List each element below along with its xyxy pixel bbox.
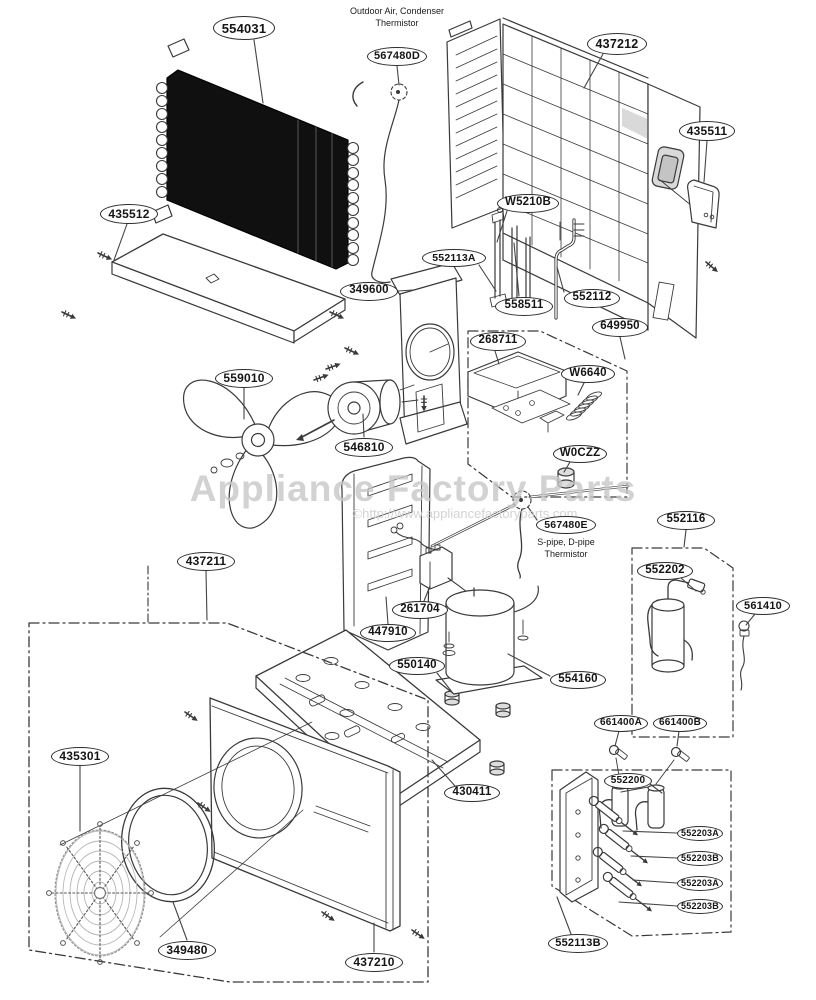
part-callout-552203a-30: 552203A [677, 875, 723, 891]
leader-line-552200 [649, 783, 663, 794]
leader-line-w0czz [563, 461, 571, 473]
outdoor-thermistor-drawing [352, 81, 408, 284]
part-callout-435301-33: 435301 [51, 746, 109, 766]
part-callout-349480-34: 349480 [158, 940, 216, 960]
leader-line-437211 [205, 570, 208, 621]
leader-line-437212 [583, 53, 604, 89]
leader-line-552112 [556, 266, 565, 293]
part-callout-559010-13: 559010 [215, 368, 273, 388]
top-cover-drawing [60, 233, 362, 358]
part-callout-268711-11: 268711 [470, 331, 526, 351]
leader-line-w5210b [496, 210, 508, 243]
leader-line-552203a [622, 830, 678, 834]
part-callout-430411-36: 430411 [444, 784, 500, 802]
part-callout-w6640-12: W6640 [561, 365, 615, 383]
part-callout-435511-3: 435511 [679, 121, 735, 141]
leader-line-649950 [619, 336, 626, 360]
part-callout-w5210b-5: W5210B [497, 193, 559, 213]
leader-line-552116 [683, 529, 687, 548]
part-callout-554160-24: 554160 [550, 671, 606, 689]
leader-line-447910 [385, 596, 389, 625]
part-callout-349600-7: 349600 [340, 281, 398, 301]
part-callout-561410-19: 561410 [736, 597, 790, 615]
part-callout-552116-17: 552116 [657, 510, 715, 530]
leader-line-554031 [253, 39, 264, 104]
part-callout-w0czz-15: W0CZZ [553, 445, 607, 463]
part-callout-552203b-31: 552203B [677, 898, 723, 914]
leader-line-661400a [614, 730, 620, 747]
leader-line-561410 [745, 613, 756, 626]
part-callout-554031-0: 554031 [213, 16, 275, 40]
leader-line-546810 [362, 413, 365, 438]
condenser-coil-drawing [151, 38, 360, 270]
part-callout-435512-4: 435512 [100, 204, 158, 224]
part-callout-447910-22: 447910 [360, 624, 416, 642]
leader-line-w6640 [577, 382, 585, 396]
fan-blade-drawing [183, 379, 342, 529]
leader-line-349480 [172, 901, 188, 941]
part-callout-550140-23: 550140 [389, 657, 445, 675]
part-callout-437211-20: 437211 [177, 551, 235, 571]
leader-line-435511 [703, 140, 708, 183]
part-callout-552113b-32: 552113B [548, 933, 608, 953]
part-callout-552202-18: 552202 [637, 562, 693, 580]
part-callout-546810-14: 546810 [335, 437, 393, 457]
leader-line-552202 [680, 577, 697, 592]
leader-line-430411 [431, 759, 456, 787]
leader-line-567480d [396, 65, 400, 86]
part-callout-567480d-1: 567480D [367, 46, 427, 66]
leader-line-558511 [513, 242, 520, 297]
part-callout-567480e-16: 567480E [536, 516, 596, 534]
note-outdoor-air-thermistor-line-1: Thermistor [375, 17, 419, 28]
motor-bracket-drawing [390, 262, 468, 445]
part-callout-661400b-26: 661400B [653, 714, 707, 732]
grille-assembly-drawing [446, 17, 721, 339]
leader-line-552113b [556, 896, 572, 935]
leader-line-552203b [630, 855, 678, 859]
part-callout-261704-21: 261704 [392, 601, 448, 619]
control-box-drawing [467, 330, 628, 498]
part-callout-552113a-6: 552113A [422, 249, 486, 267]
leader-line-554160 [507, 653, 551, 677]
fan-motor-drawing [296, 360, 419, 441]
leader-lines [79, 39, 756, 953]
part-callout-552203b-29: 552203B [677, 850, 723, 866]
handle-drawing [687, 179, 720, 229]
part-callout-437210-35: 437210 [345, 952, 403, 972]
part-callout-552112-9: 552112 [564, 288, 620, 308]
part-callout-437212-2: 437212 [587, 33, 647, 55]
leader-line-435512 [113, 223, 128, 261]
leader-line-552113a [478, 264, 497, 292]
part-callout-552203a-28: 552203A [677, 825, 723, 841]
leader-line-661400b [676, 730, 680, 747]
leader-line-552203b [618, 901, 678, 907]
part-callout-649950-10: 649950 [592, 317, 648, 337]
leader-line-268711 [494, 350, 500, 365]
front-panel-drawing [59, 697, 428, 942]
leader-line-261704 [423, 585, 431, 602]
leader-line-552200 [620, 786, 649, 793]
note-s-pipe-thermistor-line-0: S-pipe, D-pipe [537, 537, 595, 547]
s-pipe-thermistor-drawing [430, 484, 630, 579]
leader-line-567480e [527, 506, 538, 521]
part-callout-552200-27: 552200 [604, 773, 652, 789]
part-callout-661400a-25: 661400A [594, 714, 648, 732]
part-callout-558511-8: 558511 [495, 296, 553, 316]
note-outdoor-air-thermistor-line-0: Outdoor Air, Condenser [349, 6, 445, 16]
accumulator-drawing [631, 547, 750, 738]
fan-guard-drawing [46, 821, 154, 965]
leader-line-550140 [436, 672, 453, 693]
compressor-drawing [435, 585, 543, 776]
enclosure-dashed-box [28, 565, 429, 983]
note-s-pipe-thermistor-line-1: Thermistor [544, 548, 588, 559]
leader-line-349600 [397, 289, 414, 292]
leader-line-552203a [632, 879, 678, 884]
